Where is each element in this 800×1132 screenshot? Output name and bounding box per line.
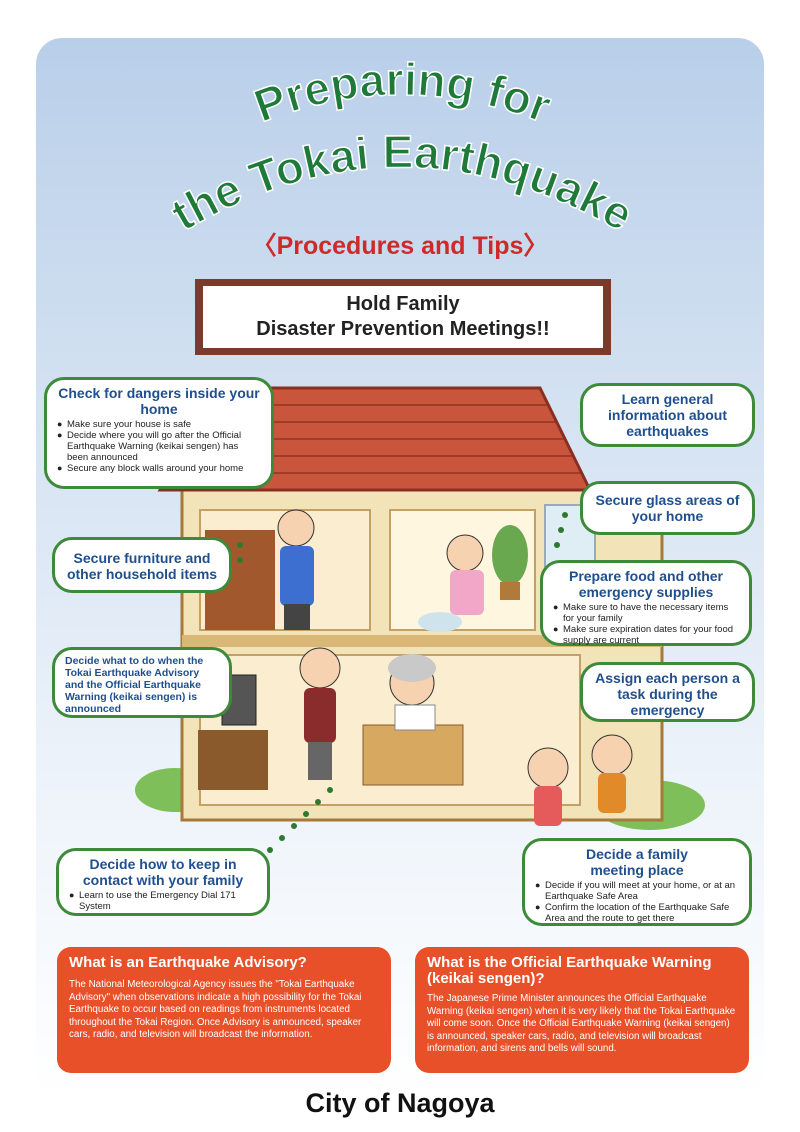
list-item: Decide where you will go after the Offic… <box>57 430 261 463</box>
list-item: Make sure expiration dates for your food… <box>553 624 739 646</box>
bubble-prepare-food: Prepare food and other emergency supplie… <box>540 560 752 646</box>
bubble-general-info: Learn general information about earthqua… <box>580 383 755 447</box>
newspaper <box>394 704 436 731</box>
grandpa-legs <box>308 742 332 780</box>
man-body <box>280 546 314 606</box>
info-warning-title: What is the Official Earthquake Warning … <box>427 954 712 987</box>
bubble-heading: Check for dangers inside your home <box>58 385 260 417</box>
man-legs <box>284 604 310 630</box>
bubble-secure-furniture: Secure furniture and other household ite… <box>52 537 232 593</box>
bubble-keep-contact: Decide how to keep in contact with your … <box>56 848 270 916</box>
grandpa-head <box>299 647 341 689</box>
plant-pot <box>500 582 520 600</box>
list-item: Make sure to have the necessary items fo… <box>553 602 739 624</box>
bubble-assign-task: Assign each person a task during the eme… <box>580 662 755 722</box>
list-item: Decide if you will meet at your home, or… <box>535 880 739 902</box>
banner-line-1: Hold Family <box>346 293 460 315</box>
woman-head <box>446 534 484 572</box>
floor-divider <box>182 635 662 647</box>
list-item: Learn to use the Emergency Dial 171 Syst… <box>69 890 257 912</box>
banner-line-2: Disaster Prevention Meetings!! <box>256 318 550 340</box>
bubble-heading: Assign each person a task during the eme… <box>595 670 740 718</box>
woman-body <box>450 570 484 615</box>
bubble-heading: Secure glass areas of your home <box>595 492 740 524</box>
plant <box>492 525 528 585</box>
bubble-meeting-place: Decide a family meeting place Decide if … <box>522 838 752 926</box>
bubble-heading: Decide how to keep in contact with your … <box>82 856 244 888</box>
info-advisory-text: The National Meteorological Agency issue… <box>69 979 362 1040</box>
info-advisory-title: What is an Earthquake Advisory? <box>69 954 307 971</box>
list-item: Make sure your house is safe <box>57 419 261 430</box>
bubble-heading: Secure furniture and other household ite… <box>66 550 218 582</box>
table <box>362 724 464 786</box>
supply-bag <box>418 612 462 632</box>
boy-head <box>591 734 633 776</box>
info-advisory: What is an Earthquake Advisory? The Nati… <box>57 947 391 1073</box>
dotted-connectors <box>237 512 568 853</box>
girl-head <box>527 747 569 789</box>
bubble-decide-advisory: Decide what to do when the Tokai Earthqu… <box>52 647 232 718</box>
grandma-hair <box>388 654 436 682</box>
info-warning: What is the Official Earthquake Warning … <box>415 947 749 1073</box>
tv-cabinet <box>198 730 268 790</box>
list-item: Confirm the location of the Earthquake S… <box>535 902 739 924</box>
subtitle: 〈Procedures and Tips〉 <box>251 232 549 260</box>
footer-city: City of Nagoya <box>305 1088 495 1118</box>
list-item: Secure any block walls around your home <box>57 463 261 474</box>
bubble-heading: Decide what to do when the Tokai Earthqu… <box>65 655 204 715</box>
grandpa-body <box>304 688 336 743</box>
bubble-heading: Learn general information about earthqua… <box>608 391 727 439</box>
man-head <box>277 509 315 547</box>
info-warning-text: The Japanese Prime Minister announces th… <box>427 993 736 1054</box>
bubble-heading: Prepare food and other emergency supplie… <box>568 568 724 600</box>
bubble-secure-glass: Secure glass areas of your home <box>580 481 755 535</box>
bubble-heading: Decide a family meeting place <box>586 846 688 878</box>
bubble-check-dangers: Check for dangers inside your home Make … <box>44 377 274 489</box>
girl-body <box>534 786 562 826</box>
banner-frame: Hold Family Disaster Prevention Meetings… <box>195 279 611 355</box>
boy-body <box>598 773 626 813</box>
